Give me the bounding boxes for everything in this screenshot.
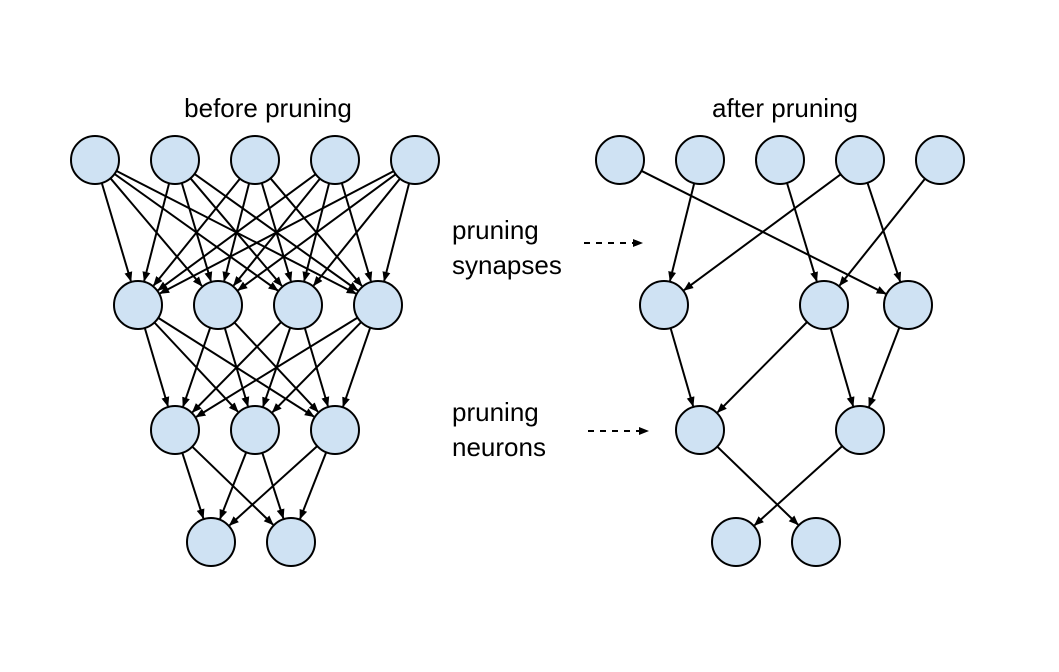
after-neuron-node [675,405,725,455]
before-synapse-edge [182,327,212,408]
edges-group [100,169,926,526]
after-neuron-node [675,135,725,185]
after-neuron-node [711,517,761,567]
after-synapse-edge [866,182,902,283]
before-title: before pruning [184,93,352,123]
after-synapse-edge [838,178,926,287]
before-synapse-edge [382,183,411,282]
before-neuron-node [186,517,236,567]
after-synapse-edge [668,183,696,282]
before-neuron-node [310,405,360,455]
before-synapse-edge [271,321,362,413]
before-neuron-node [113,280,163,330]
before-neuron-node [70,135,120,185]
before-synapse-edge [100,182,133,282]
before-synapse-edge [299,451,328,520]
before-neuron-node [353,280,403,330]
before-synapse-edge [142,183,171,282]
after-title: after pruning [712,93,858,123]
before-neuron-node [150,405,200,455]
pruning-synapses-label-line2: synapses [452,250,562,280]
after-synapse-edge [716,321,808,414]
before-neuron-node [310,135,360,185]
before-neuron-node [150,135,200,185]
after-neuron-node [799,280,849,330]
pruning-neurons-label-line2: neurons [452,432,546,462]
after-neuron-node [791,517,841,567]
after-neuron-node [835,135,885,185]
after-neuron-node [883,280,933,330]
before-synapse-edge [228,445,318,526]
after-synapse-edge [683,173,842,291]
after-neuron-node [595,135,645,185]
after-synapse-edge [786,182,818,283]
before-synapse-edge [152,178,241,287]
after-synapse-edge [829,327,855,407]
before-neuron-node [273,280,323,330]
after-neuron-node [835,405,885,455]
pruning-synapses-label-line1: pruning [452,215,539,245]
before-synapse-edge [181,452,205,520]
before-synapse-edge [312,178,401,287]
before-synapse-edge [195,316,359,418]
before-neuron-node [266,517,316,567]
before-neuron-node [230,135,280,185]
after-synapse-edge [669,327,695,407]
after-synapse-edge [716,445,799,526]
before-synapse-edge [219,451,248,520]
before-synapse-edge [159,170,395,295]
before-synapse-edge [143,327,170,407]
after-neuron-node [755,135,805,185]
before-synapse-edge [342,327,372,408]
before-synapse-edge [237,173,397,292]
before-synapse-edge [157,173,317,292]
before-synapse-edge [191,321,282,413]
before-neuron-node [230,405,280,455]
after-neuron-node [915,135,965,185]
after-synapse-edge [868,327,901,408]
before-neuron-node [193,280,243,330]
before-neuron-node [390,135,440,185]
nodes-group [70,135,965,567]
after-synapse-edge [753,445,843,526]
after-neuron-node [639,280,689,330]
pruning-neurons-label-line1: pruning [452,397,539,427]
